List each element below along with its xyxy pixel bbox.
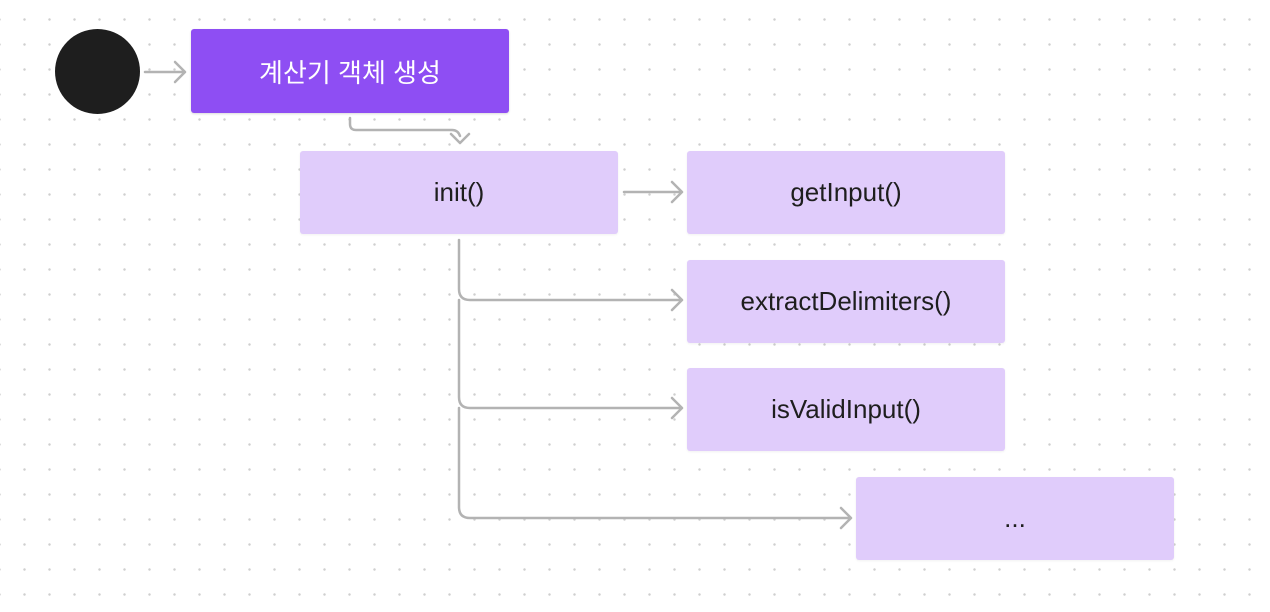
node-more[interactable]: ...	[856, 477, 1174, 560]
node-init[interactable]: init()	[300, 151, 618, 234]
start-node	[55, 29, 140, 114]
connector-create-to-init	[348, 116, 471, 145]
connector-init-to-isvalidinput	[457, 298, 684, 420]
node-extract-delimiters[interactable]: extractDelimiters()	[687, 260, 1005, 343]
connector-init-to-extractdelimiters	[457, 238, 684, 312]
node-init-label: init()	[433, 177, 485, 207]
node-more-label: ...	[1004, 503, 1026, 533]
node-get-input-label: getInput()	[790, 177, 902, 207]
node-create-calculator-label: 계산기 객체 생성	[259, 57, 441, 88]
connector-start-to-create	[143, 60, 187, 84]
node-get-input[interactable]: getInput()	[687, 151, 1005, 234]
node-is-valid-input-label: isValidInput()	[771, 394, 921, 424]
node-extract-delimiters-label: extractDelimiters()	[740, 286, 952, 316]
node-is-valid-input[interactable]: isValidInput()	[687, 368, 1005, 451]
connector-init-to-getinput	[622, 180, 684, 204]
node-create-calculator[interactable]: 계산기 객체 생성	[191, 29, 509, 113]
